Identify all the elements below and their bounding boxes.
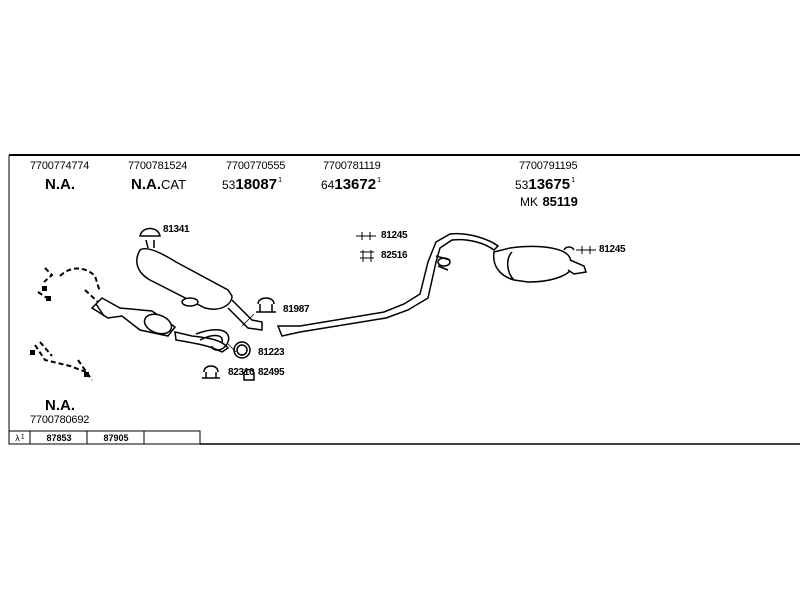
callout-81987: 81987 — [283, 304, 310, 315]
part-number-1: 7700774774 — [30, 160, 90, 172]
part-code-3: 53180871 — [222, 177, 282, 193]
part-number-3: 7700770555 — [226, 160, 286, 172]
callout-81223: 81223 — [258, 347, 285, 358]
lambda-sup: 1 — [20, 434, 25, 441]
part-name-2: N.A.CAT — [131, 177, 186, 193]
part-number-4: 7700781119 — [323, 160, 381, 172]
leader-lines — [227, 313, 255, 353]
part-name-1: N.A. — [45, 176, 75, 193]
hanger-icon-right — [576, 246, 596, 254]
callout-81245-center: 81245 — [381, 230, 408, 241]
callout-82516: 82516 — [381, 250, 408, 261]
part-extra-5-prefix: MK — [520, 195, 538, 209]
part-extra-5: MK 85119 — [520, 194, 578, 210]
rear-silencer — [492, 245, 587, 283]
rubber-hanger-81341 — [139, 227, 161, 249]
ring-81223 — [233, 341, 251, 359]
footer-table-frame — [8, 430, 201, 445]
part-number-5: 7700791195 — [519, 160, 578, 172]
bottom-part-name: N.A. — [45, 397, 75, 414]
part-code-3-sup: 1 — [278, 177, 282, 184]
part-code-4-prefix: 64 — [321, 178, 335, 192]
part-code-5-prefix: 53 — [515, 178, 529, 192]
clamps-82310-82495 — [202, 365, 255, 381]
footer-symbol-cell: λ1 — [10, 432, 30, 444]
intermediate-s-pipe — [195, 329, 230, 351]
part-code-5-main: 13675 — [528, 176, 571, 193]
footer-cell-1: 87853 — [46, 433, 72, 443]
footer-cell-2: 87905 — [103, 433, 129, 443]
part-code-4-main: 13672 — [334, 176, 377, 193]
part-code-5-sup: 1 — [571, 177, 575, 184]
front-bolt-icons — [30, 286, 89, 377]
front-silencer — [136, 248, 263, 331]
callout-82495: 82495 — [258, 367, 285, 378]
lambda-symbol: λ — [15, 433, 20, 443]
part-code-3-main: 18087 — [235, 176, 278, 193]
part-name-2-main: N.A. — [131, 176, 161, 193]
part-code-4: 64136721 — [321, 177, 381, 193]
hanger-icons-center — [356, 232, 376, 262]
part-extra-5-code: 85119 — [542, 194, 578, 209]
bottom-part-number: 7700780692 — [30, 414, 90, 426]
callout-81245-right: 81245 — [599, 244, 626, 255]
catalytic-converter — [90, 297, 230, 353]
part-code-4-sup: 1 — [377, 177, 381, 184]
footer-cell-3 — [145, 432, 200, 444]
part-code-3-prefix: 53 — [222, 178, 236, 192]
part-name-2-suffix: CAT — [161, 177, 187, 192]
part-code-5: 53136751 — [515, 177, 575, 193]
clamp-81987 — [256, 297, 276, 313]
part-number-2: 7700781524 — [128, 160, 188, 172]
middle-pipe — [276, 232, 500, 337]
callout-81341: 81341 — [163, 224, 190, 235]
front-pipe-gaskets — [34, 267, 101, 381]
callout-82310: 82310 — [228, 367, 255, 378]
